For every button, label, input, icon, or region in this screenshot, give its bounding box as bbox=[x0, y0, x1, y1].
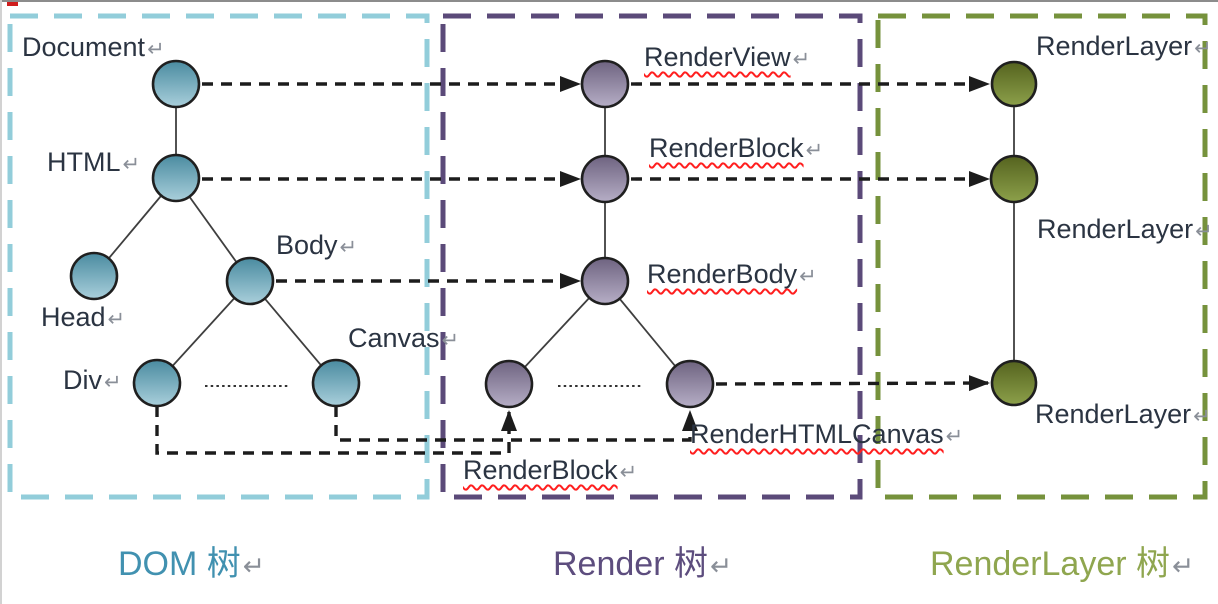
return-mark: ↵ bbox=[441, 329, 460, 352]
label-renderview: RenderView↵ bbox=[644, 42, 811, 73]
label-document: Document↵ bbox=[22, 32, 165, 63]
label-renderblock-bottom: RenderBlock↵ bbox=[463, 455, 638, 486]
label-canvas-text: Canvas bbox=[348, 323, 440, 353]
node-renderview-circle bbox=[580, 59, 630, 109]
label-canvas: Canvas↵ bbox=[348, 323, 460, 354]
return-mark: ↵ bbox=[147, 38, 165, 61]
label-head: Head↵ bbox=[41, 302, 126, 333]
return-mark: ↵ bbox=[619, 461, 638, 484]
label-renderview-text: RenderView bbox=[644, 42, 791, 72]
label-body: Body↵ bbox=[276, 230, 358, 261]
caption-dom-tree: DOM 树↵ bbox=[118, 545, 265, 584]
return-mark: ↵ bbox=[104, 371, 122, 394]
return-mark: ↵ bbox=[1194, 37, 1212, 60]
return-mark: ↵ bbox=[792, 48, 811, 71]
return-mark: ↵ bbox=[1172, 551, 1195, 581]
return-mark: ↵ bbox=[1195, 220, 1213, 243]
corner-artifact-mark bbox=[7, 2, 18, 6]
label-document-text: Document bbox=[22, 32, 146, 62]
node-renderbody-circle bbox=[580, 256, 630, 306]
label-div-text: Div bbox=[63, 365, 102, 395]
node-html-circle bbox=[151, 153, 201, 203]
arrow-renderhtmlcanvas-to-layer3 bbox=[715, 375, 990, 392]
label-div: Div↵ bbox=[63, 365, 122, 396]
label-renderlayer-top: RenderLayer↵ bbox=[1036, 31, 1212, 62]
node-div-circle bbox=[132, 358, 182, 408]
label-html: HTML↵ bbox=[47, 147, 141, 178]
arrow-div-to-renderblock2 bbox=[155, 406, 517, 455]
label-head-text: Head bbox=[41, 302, 106, 332]
label-renderlayer-bottom-text: RenderLayer bbox=[1035, 399, 1192, 429]
return-mark: ↵ bbox=[339, 236, 358, 259]
label-renderblock-top-text: RenderBlock bbox=[649, 133, 804, 163]
label-renderlayer-middle-text: RenderLayer bbox=[1037, 214, 1194, 244]
caption-render-layer-tree-text: RenderLayer 树 bbox=[930, 545, 1171, 583]
label-html-text: HTML bbox=[47, 147, 121, 177]
node-renderlayer2-circle bbox=[989, 154, 1039, 204]
tree-nodes bbox=[69, 59, 1039, 409]
node-renderhtmlcanvas-circle bbox=[665, 359, 715, 409]
node-renderblock-bottom-circle bbox=[484, 359, 534, 409]
node-head-circle bbox=[69, 251, 119, 301]
label-renderlayer-top-text: RenderLayer bbox=[1036, 31, 1193, 61]
return-mark: ↵ bbox=[945, 425, 964, 448]
label-renderblock-top: RenderBlock↵ bbox=[649, 133, 824, 164]
return-mark: ↵ bbox=[242, 551, 265, 581]
return-mark: ↵ bbox=[799, 265, 817, 288]
return-mark: ↵ bbox=[1193, 405, 1211, 428]
label-renderblock-bottom-text: RenderBlock bbox=[463, 455, 618, 485]
caption-render-tree-text: Render 树 bbox=[553, 545, 708, 583]
node-canvas-circle bbox=[311, 358, 361, 408]
node-renderblock-top-circle bbox=[580, 154, 630, 204]
return-mark: ↵ bbox=[709, 551, 733, 581]
cross-tree-arrows bbox=[155, 76, 990, 455]
label-renderhtmlcanvas: RenderHTMLCanvas↵ bbox=[690, 419, 964, 450]
label-renderbody: RenderBody↵ bbox=[647, 259, 817, 290]
caption-render-layer-tree: RenderLayer 树↵ bbox=[930, 545, 1194, 584]
label-renderbody-text: RenderBody bbox=[647, 259, 798, 289]
node-document-circle bbox=[151, 59, 201, 109]
render-layer-tree-box bbox=[875, 13, 1208, 500]
dom-tree-box bbox=[7, 13, 430, 500]
render-tree-box bbox=[440, 13, 863, 500]
return-mark: ↵ bbox=[122, 153, 141, 176]
label-renderlayer-middle: RenderLayer↵ bbox=[1037, 214, 1213, 245]
node-renderlayer3-circle bbox=[990, 359, 1038, 407]
label-body-text: Body bbox=[276, 230, 338, 260]
return-mark: ↵ bbox=[107, 308, 126, 331]
node-body-circle bbox=[225, 256, 275, 306]
arrow-canvas-to-renderhtmlcanvas bbox=[334, 406, 698, 442]
caption-render-tree: Render 树↵ bbox=[553, 545, 732, 584]
label-renderhtmlcanvas-text: RenderHTMLCanvas bbox=[690, 419, 944, 449]
node-renderlayer1-circle bbox=[990, 60, 1038, 108]
caption-dom-tree-text: DOM 树 bbox=[118, 545, 241, 583]
return-mark: ↵ bbox=[805, 139, 824, 162]
label-renderlayer-bottom: RenderLayer↵ bbox=[1035, 399, 1211, 430]
